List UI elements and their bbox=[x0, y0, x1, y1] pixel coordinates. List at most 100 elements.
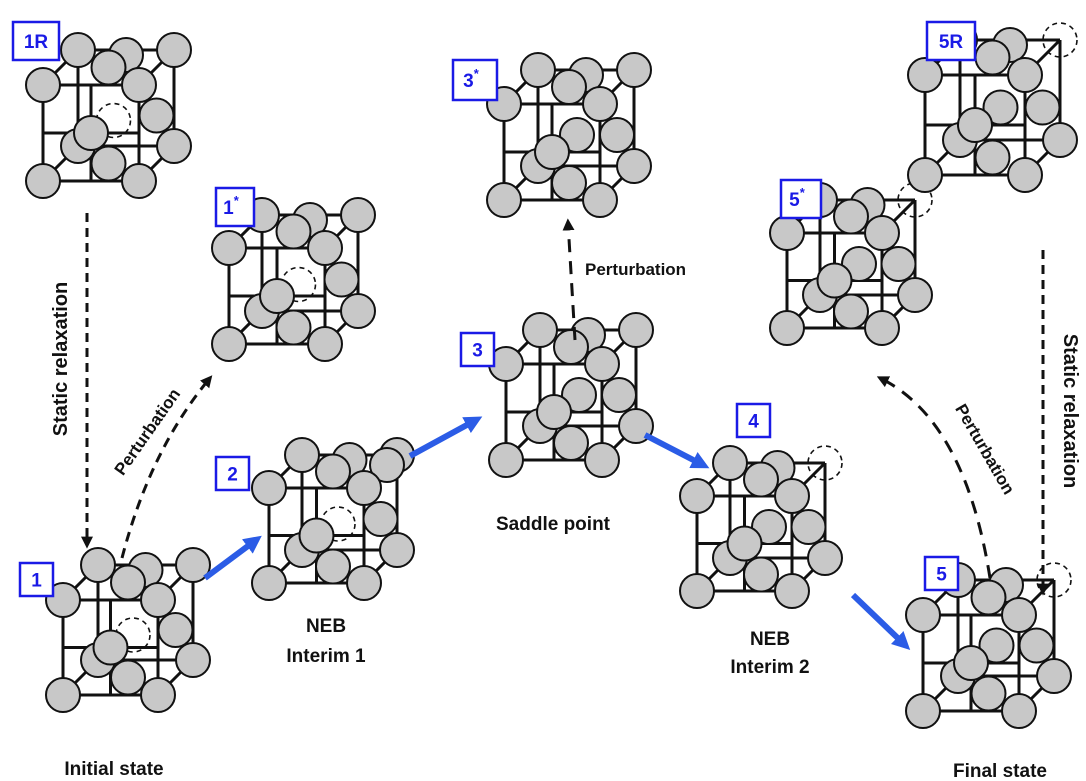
crystal-cube-1 bbox=[45, 547, 211, 713]
atom bbox=[970, 579, 1007, 616]
caption-initial-state: Initial state bbox=[64, 759, 163, 780]
atom bbox=[982, 89, 1019, 126]
atom bbox=[551, 165, 587, 201]
atom bbox=[175, 642, 211, 678]
crystal-cube-2 bbox=[251, 437, 415, 601]
neb-path-arrows bbox=[203, 416, 911, 650]
atom bbox=[616, 148, 652, 184]
atom bbox=[905, 597, 941, 633]
crystal-cubes bbox=[25, 22, 1078, 729]
atom bbox=[978, 627, 1015, 664]
atom bbox=[284, 437, 320, 473]
state-box-5star: 5* bbox=[779, 178, 823, 220]
atom bbox=[156, 128, 192, 164]
state-box-frame bbox=[214, 186, 256, 228]
atom bbox=[599, 117, 635, 153]
atom bbox=[1024, 89, 1061, 126]
atom bbox=[712, 445, 748, 481]
atom bbox=[140, 582, 176, 618]
atom bbox=[726, 525, 763, 562]
state-box-5: 5 bbox=[923, 555, 960, 592]
state-box-1star: 1* bbox=[214, 186, 256, 228]
atom bbox=[970, 675, 1007, 712]
atom bbox=[121, 163, 157, 199]
atom bbox=[974, 139, 1011, 176]
state-box-3star: 3* bbox=[451, 58, 499, 102]
atom bbox=[679, 573, 715, 609]
atom bbox=[379, 532, 415, 568]
atom bbox=[340, 293, 376, 329]
atom bbox=[616, 52, 652, 88]
atom bbox=[488, 442, 524, 478]
state-box-1: 1 bbox=[18, 561, 55, 598]
state-box-label: 1R bbox=[24, 32, 49, 53]
atom bbox=[80, 547, 116, 583]
crystal-cube-5 bbox=[905, 562, 1072, 729]
atom bbox=[157, 612, 194, 648]
atom bbox=[618, 408, 654, 444]
atom bbox=[864, 310, 900, 346]
state-box-marker: * bbox=[800, 185, 806, 200]
state-box-3: 3 bbox=[459, 331, 496, 368]
atom bbox=[957, 107, 993, 143]
caption-final-state: Final state bbox=[953, 761, 1047, 781]
atom bbox=[907, 57, 943, 93]
vacancy-marker bbox=[807, 445, 843, 481]
state-box-label: 3 bbox=[472, 341, 483, 362]
crystal-cube-5R bbox=[907, 22, 1078, 193]
atom bbox=[73, 115, 109, 151]
static-relaxation-right-label: Static relaxation bbox=[1059, 334, 1081, 489]
vacancy-marker bbox=[320, 506, 356, 542]
atom bbox=[769, 310, 805, 346]
state-box-frame bbox=[459, 331, 496, 368]
atom bbox=[559, 117, 595, 153]
state-box-frame bbox=[451, 58, 499, 102]
arrow-2-to-3 bbox=[408, 416, 483, 459]
crystal-cube-4 bbox=[679, 445, 843, 609]
atom bbox=[1042, 122, 1078, 158]
atom bbox=[553, 329, 589, 365]
atom bbox=[346, 470, 382, 506]
atom bbox=[140, 677, 176, 713]
atom bbox=[45, 582, 81, 618]
atom bbox=[340, 197, 376, 233]
atom bbox=[369, 447, 405, 483]
vacancy-marker bbox=[115, 617, 151, 653]
state-box-frame bbox=[214, 455, 251, 492]
state-box-frame bbox=[18, 561, 55, 598]
vacancy-marker bbox=[1036, 562, 1072, 598]
atom bbox=[601, 377, 637, 413]
state-box-frame bbox=[735, 402, 772, 439]
atom bbox=[138, 97, 175, 134]
perturb-arrow-1 bbox=[120, 375, 213, 559]
state-box-label: 5R bbox=[939, 32, 964, 53]
atom bbox=[307, 326, 343, 362]
atom bbox=[251, 470, 287, 506]
atom bbox=[323, 261, 360, 298]
atom bbox=[1018, 627, 1055, 664]
caption-neb-interim-2-line2: Interim 2 bbox=[730, 657, 809, 678]
arrow-3-to-4 bbox=[643, 432, 710, 469]
atom bbox=[551, 69, 587, 105]
state-box-frame bbox=[925, 20, 977, 62]
perturb-arrow-5 bbox=[876, 376, 992, 579]
state-box-1R: 1R bbox=[11, 20, 61, 62]
vacancy-marker bbox=[280, 266, 317, 303]
atom bbox=[1001, 693, 1037, 729]
atom bbox=[156, 32, 192, 68]
perturbation-label-3: Perturbation bbox=[585, 260, 686, 279]
atom bbox=[833, 198, 869, 235]
state-box-label: 2 bbox=[227, 465, 238, 486]
state-box-label: 5 bbox=[936, 565, 947, 586]
caption-neb-interim-1-line1: NEB bbox=[306, 616, 346, 637]
atom bbox=[45, 677, 81, 713]
caption-saddle-point: Saddle point bbox=[496, 514, 611, 535]
vacancy-marker bbox=[1042, 22, 1078, 58]
atom bbox=[833, 293, 869, 330]
atom bbox=[298, 517, 335, 554]
static-relaxation-left-label: Static relaxation bbox=[50, 282, 72, 437]
atom bbox=[25, 67, 61, 103]
atom bbox=[90, 49, 127, 86]
